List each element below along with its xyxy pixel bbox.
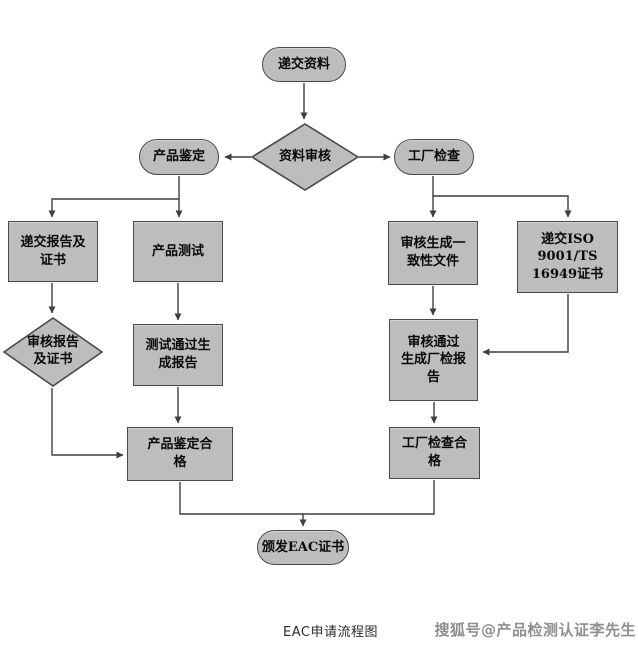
node-product-test-label: 产品测试 bbox=[151, 243, 204, 259]
node-issue-label: 颁发EAC证书 bbox=[261, 539, 345, 555]
node-factory-qualified-label: 工厂检查合 格 bbox=[401, 436, 467, 469]
node-product-appraisal-label: 产品鉴定 bbox=[152, 149, 205, 165]
node-audit-pass-label: 审核通过 生成厂检报 告 bbox=[400, 334, 466, 385]
node-product-qualified: 产品鉴定合 格 bbox=[127, 427, 233, 481]
node-audit-pass: 审核通过 生成厂检报 告 bbox=[389, 319, 478, 401]
node-review-report: 审核报告 及证书 bbox=[2, 317, 104, 387]
node-start-label: 递交资料 bbox=[277, 56, 330, 72]
diagram-caption: EAC申请流程图 bbox=[283, 625, 378, 640]
node-factory-inspection: 工厂检查 bbox=[394, 139, 474, 175]
node-issue: 颁发EAC证书 bbox=[257, 530, 349, 565]
node-audit-conformity: 审核生成一 致性文件 bbox=[388, 221, 478, 285]
node-iso-cert: 递交ISO 9001/TS 16949证书 bbox=[517, 221, 618, 293]
node-submit-report: 递交报告及 证书 bbox=[8, 221, 98, 282]
node-product-test: 产品测试 bbox=[133, 221, 223, 282]
diamond-shape bbox=[2, 317, 104, 387]
node-product-appraisal: 产品鉴定 bbox=[139, 139, 219, 175]
node-material-review: 资料审核 bbox=[250, 123, 360, 191]
node-product-qualified-label: 产品鉴定合 格 bbox=[147, 437, 213, 470]
node-material-review-label: 资料审核 bbox=[278, 148, 331, 164]
node-start: 递交资料 bbox=[262, 47, 346, 82]
node-audit-conformity-label: 审核生成一 致性文件 bbox=[400, 236, 466, 269]
node-submit-report-label: 递交报告及 证书 bbox=[20, 234, 86, 268]
node-iso-cert-label: 递交ISO 9001/TS 16949证书 bbox=[531, 231, 604, 282]
node-factory-inspection-label: 工厂检查 bbox=[407, 149, 460, 165]
watermark: 搜狐号@产品检测认证李先生 bbox=[434, 621, 636, 639]
node-review-report-label: 审核报告 及证书 bbox=[26, 335, 79, 367]
node-test-pass-label: 测试通过生 成报告 bbox=[145, 338, 211, 371]
diamond-shape bbox=[250, 123, 360, 191]
node-test-pass: 测试通过生 成报告 bbox=[133, 324, 223, 386]
node-factory-qualified: 工厂检查合 格 bbox=[389, 427, 480, 479]
